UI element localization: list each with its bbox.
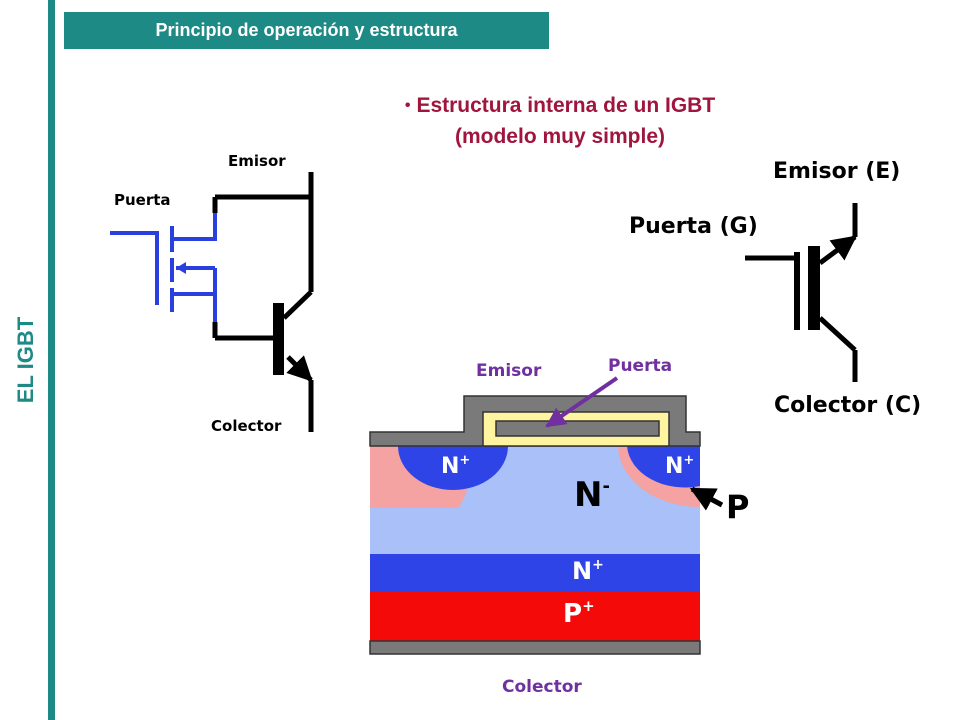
mosfet-symbol xyxy=(110,213,217,322)
cs-emitter-label: Emisor xyxy=(476,361,542,381)
header-band: Principio de operación y estructura xyxy=(64,12,549,49)
bjt-emitter-leg xyxy=(282,290,313,320)
n-minus-label: N- xyxy=(574,475,610,515)
cs-collector-label: Colector xyxy=(502,677,582,697)
main-title-line2: (modelo muy simple) xyxy=(454,125,666,148)
p-plus-label: P+ xyxy=(563,597,595,629)
main-title-line1: Estructura interna de un IGBT xyxy=(416,94,716,117)
cs-gate-label: Puerta xyxy=(608,356,672,376)
symbol-channel-bar xyxy=(808,246,820,330)
eq-collector-label: Colector xyxy=(211,417,282,435)
symbol-collector-leg xyxy=(818,316,857,352)
gate-pointer-arrow xyxy=(545,376,619,428)
p-plus-substrate xyxy=(370,592,700,641)
n-plus-left xyxy=(398,446,508,490)
equivalent-circuit: Emisor Puerta Colector xyxy=(110,152,314,435)
collector-metal xyxy=(369,640,701,655)
bullet-icon: • xyxy=(404,97,411,114)
header-title: Principio de operación y estructura xyxy=(155,20,458,40)
n-plus-buffer-label: N+ xyxy=(572,557,604,585)
n-plus-buffer-layer xyxy=(370,554,700,592)
igbt-symbol: Emisor (E) Puerta (G) Colector (C) xyxy=(629,159,921,418)
n-plus-right xyxy=(627,446,700,488)
p-pointer-arrow xyxy=(689,486,724,511)
gate-electrode xyxy=(495,420,660,437)
side-accent-bar xyxy=(48,0,55,720)
cross-section: N+ N+ N- P N+ P+ Emisor Puerta Colector xyxy=(369,356,749,697)
n-plus-right-label: N+ xyxy=(665,453,694,479)
eq-gate-label: Puerta xyxy=(114,191,171,209)
main-title: • Estructura interna de un IGBT (modelo m… xyxy=(340,90,780,152)
symbol-collector-label: Colector (C) xyxy=(774,393,921,418)
symbol-emitter-leg xyxy=(818,234,858,266)
symbol-emitter-label: Emisor (E) xyxy=(773,159,900,184)
symbol-gate-label: Puerta (G) xyxy=(629,214,758,239)
n-plus-left-label: N+ xyxy=(441,453,470,479)
p-label: P xyxy=(726,488,749,526)
bjt-collector-leg xyxy=(286,355,313,382)
eq-emitter-label: Emisor xyxy=(228,152,286,170)
bjt-base-bar xyxy=(273,303,284,375)
